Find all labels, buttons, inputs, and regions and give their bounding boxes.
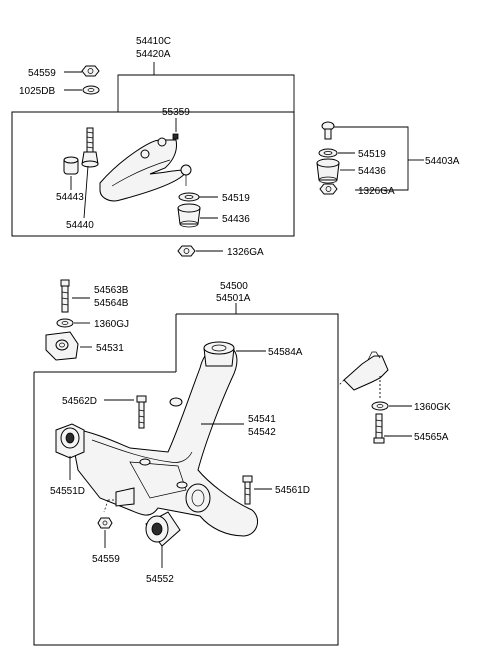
detail-mount-group: 1360GK 54565A xyxy=(337,351,451,444)
label-54559-bottom: 54559 xyxy=(92,554,120,565)
label-54500: 54500 xyxy=(220,281,248,292)
upper-control-arm xyxy=(99,137,192,202)
label-1360gk: 1360GK xyxy=(414,402,451,413)
ball-joint-stud-54440 xyxy=(81,127,99,168)
ball-joint-kit-group: 54519 54436 1326GA 54403A xyxy=(316,121,460,197)
label-54443: 54443 xyxy=(56,192,84,203)
bushing-54436-upper xyxy=(177,203,201,228)
label-54519-upper: 54519 xyxy=(222,193,250,204)
label-54551d: 54551D xyxy=(50,486,85,497)
upper-arm-group: 54410C 54420A 54559 1025DB 55359 54443 5… xyxy=(11,36,295,258)
label-54531: 54531 xyxy=(96,343,124,354)
label-54436-kit: 54436 xyxy=(358,166,386,177)
ball-joint-bolt xyxy=(321,121,335,140)
bushing-54436-kit xyxy=(316,158,340,184)
label-54559-top: 54559 xyxy=(28,68,56,79)
detail-arm-sketch xyxy=(337,351,389,391)
upper-arm-box xyxy=(11,111,295,237)
label-55359: 55359 xyxy=(162,107,190,118)
lower-arm-box xyxy=(33,313,339,646)
washer-1025db xyxy=(82,85,100,95)
label-54410c: 54410C xyxy=(136,36,171,47)
label-54565a: 54565A xyxy=(414,432,449,443)
label-54563b: 54563B xyxy=(94,285,129,296)
label-54403a: 54403A xyxy=(425,156,460,167)
label-1326ga-upper: 1326GA xyxy=(227,247,264,258)
label-54440: 54440 xyxy=(66,220,94,231)
rear-bushing-housing xyxy=(185,483,211,513)
bolt-54563b xyxy=(60,279,70,313)
lower-arm-group: 54500 54501A 54563B 54564B 1360GJ 54531 … xyxy=(33,279,339,646)
label-54552: 54552 xyxy=(146,574,174,585)
mount-bracket-lines xyxy=(103,487,135,513)
label-54561d: 54561D xyxy=(275,485,310,496)
lower-control-arm xyxy=(69,344,259,537)
label-54542: 54542 xyxy=(248,427,276,438)
label-1025db: 1025DB xyxy=(19,86,55,97)
label-54436-upper: 54436 xyxy=(222,214,250,225)
washer-54519-kit xyxy=(318,148,338,158)
washer-1360gj xyxy=(56,318,74,328)
label-54420a: 54420A xyxy=(136,49,171,60)
bushing-54552 xyxy=(145,511,181,547)
nut-54559-top xyxy=(81,65,100,77)
washer-1360gk xyxy=(371,401,389,411)
bushing-54551d xyxy=(55,423,85,459)
label-54562d: 54562D xyxy=(62,396,97,407)
bushing-54584a xyxy=(203,341,235,367)
bolt-55359 xyxy=(172,133,179,140)
label-54541: 54541 xyxy=(248,414,276,425)
bolt-54562d xyxy=(136,395,147,429)
label-1360gj: 1360GJ xyxy=(94,319,129,330)
label-1326ga-kit: 1326GA xyxy=(358,186,395,197)
label-54584a: 54584A xyxy=(268,347,303,358)
label-54501a: 54501A xyxy=(216,293,251,304)
nut-1326ga-upper xyxy=(177,245,196,257)
bushing-54443 xyxy=(63,156,79,175)
label-54519-kit: 54519 xyxy=(358,149,386,160)
bracket-54531 xyxy=(45,331,79,361)
label-54564b: 54564B xyxy=(94,298,129,309)
washer-54519-upper xyxy=(178,192,200,202)
nut-54559-bottom xyxy=(97,517,113,529)
nut-1326ga-kit xyxy=(319,183,338,195)
bolt-54565a xyxy=(373,413,385,444)
bolt-54561d xyxy=(242,475,253,505)
